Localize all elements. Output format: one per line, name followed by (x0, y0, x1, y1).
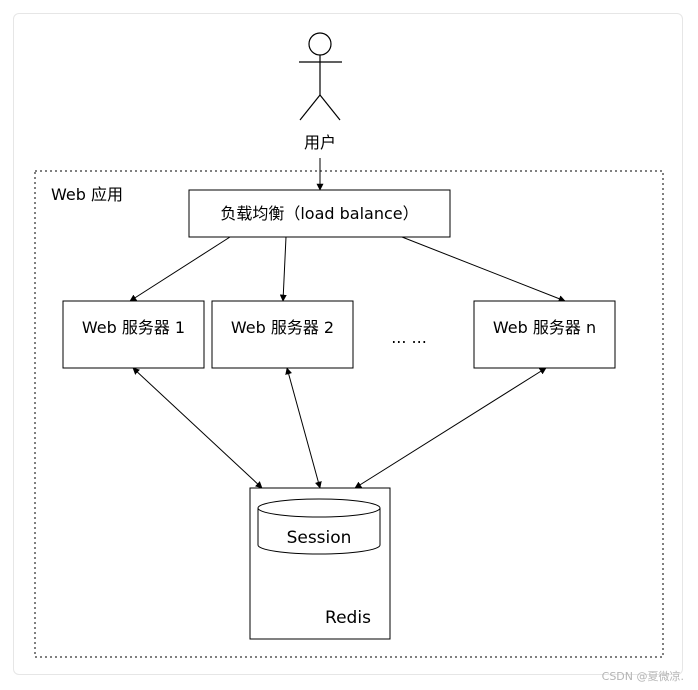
lb-to-server-2-arrow (279, 236, 287, 302)
server-2-box (211, 300, 354, 369)
server-2-redis-arrow (285, 367, 322, 489)
web-app-label: Web 应用 (51, 185, 123, 204)
lb-to-server-1-arrow (129, 236, 231, 302)
lb-to-server-n-arrow (401, 236, 566, 302)
user-actor-icon (299, 32, 342, 121)
load-balancer-label: 负载均衡（load balance） (220, 204, 418, 223)
session-cylinder-icon (257, 498, 381, 555)
load-balancer-box (188, 189, 451, 238)
watermark: CSDN @夏微凉. (601, 670, 684, 683)
session-label: Session (287, 528, 352, 548)
server-n-label: Web 服务器 n (493, 318, 596, 337)
server-2-label: Web 服务器 2 (231, 318, 334, 337)
redis-label: Redis (325, 608, 371, 628)
server-1-redis-arrow (132, 367, 263, 489)
server-1-label: Web 服务器 1 (82, 318, 185, 337)
image-frame (13, 13, 683, 675)
more-servers-ellipsis: ... ... (391, 328, 427, 347)
server-n-redis-arrow (354, 367, 547, 489)
server-n-box (473, 300, 616, 369)
user-label: 用户 (304, 133, 336, 152)
web-app-container (34, 170, 664, 658)
